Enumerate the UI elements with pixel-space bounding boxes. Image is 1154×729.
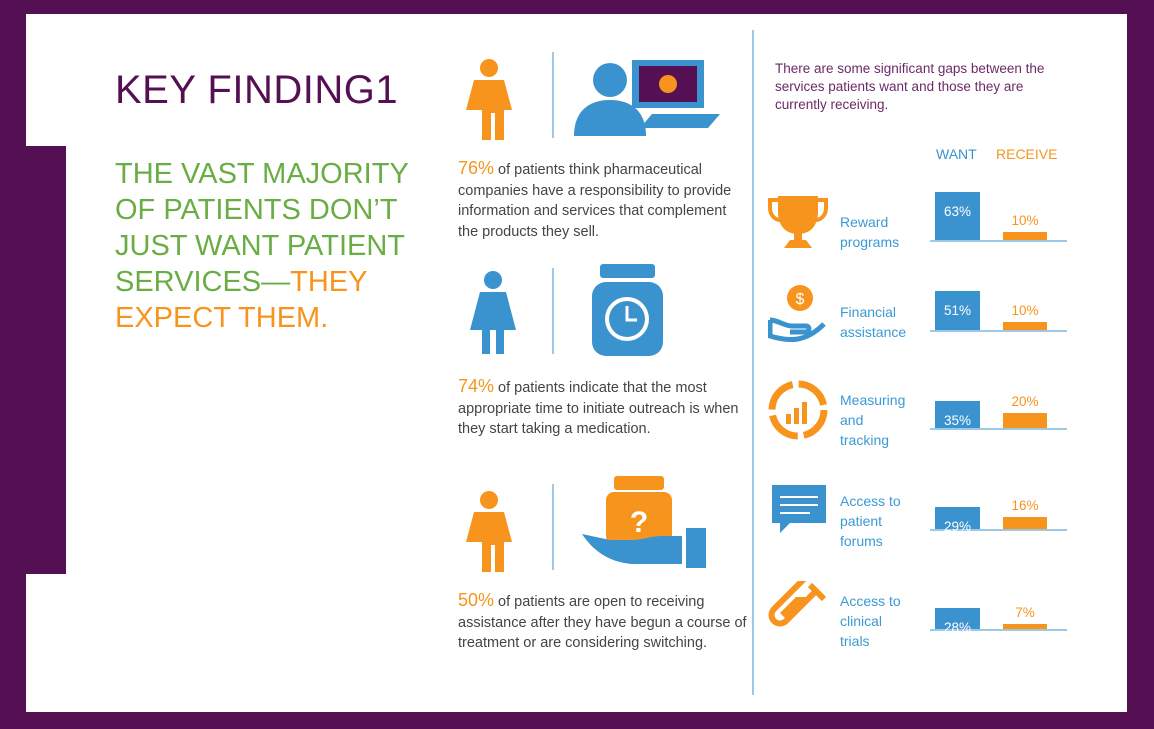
stat-text: of patients think pharmaceutical compani… (458, 162, 732, 240)
bar-receive (1003, 232, 1047, 240)
headline-orange: THEY EXPECT THEM. (115, 266, 367, 334)
person-icon (466, 59, 512, 140)
divider (552, 484, 554, 570)
baseline (930, 330, 1067, 332)
hand-medicine-icon: ? (582, 476, 706, 568)
page-title: KEY FINDING1 (115, 68, 399, 112)
svg-text:?: ? (630, 506, 648, 539)
headline: THE VAST MAJORITY OF PATIENTS DON’T JUST… (115, 156, 435, 336)
bar-receive-label: 10% (1011, 213, 1039, 229)
woman-icon (470, 271, 516, 354)
baseline (930, 629, 1067, 631)
bar-receive (1003, 623, 1047, 629)
bar-want: 35% (935, 401, 980, 428)
bar-want: 51% (935, 291, 980, 330)
hand-coin-icon: $ (768, 285, 826, 342)
bar-want: 63% (935, 192, 980, 240)
chart-intro: There are some significant gaps between … (775, 61, 1045, 112)
test-tube-icon (768, 581, 827, 627)
divider (552, 52, 554, 138)
bar-want: 29% (935, 506, 980, 534)
stat-pct: 74% (458, 376, 495, 396)
person-icon (466, 491, 512, 572)
column-divider (752, 30, 754, 695)
bar-receive-label: 10% (1011, 303, 1039, 319)
baseline (930, 529, 1067, 531)
chat-bubble-icon (772, 485, 826, 533)
bar-receive (1003, 322, 1047, 330)
baseline (930, 428, 1067, 430)
bar-receive (1003, 412, 1047, 428)
stat-text: of patients indicate that the most appro… (458, 380, 739, 437)
bar-receive-label: 16% (1011, 497, 1039, 513)
bar-want: 28% (935, 607, 980, 635)
headline-green: THE VAST MAJORITY OF PATIENTS DON’T JUST… (115, 158, 409, 298)
stat-76: 76% of patients think pharmaceutical com… (458, 158, 748, 242)
bar-receive (1003, 516, 1047, 529)
divider (552, 268, 554, 354)
svg-text:$: $ (796, 291, 805, 308)
legend-receive: RECEIVE (996, 146, 1058, 162)
gauge-chart-icon (768, 380, 828, 440)
baseline (930, 240, 1067, 242)
bar-receive-label: 7% (1015, 604, 1035, 620)
stat-pct: 76% (458, 158, 495, 178)
stat-text: of patients are open to receiving assist… (458, 594, 747, 651)
stat-pct: 50% (458, 590, 495, 610)
stat-50: 50% of patients are open to receiving as… (458, 590, 748, 654)
stat-74: 74% of patients indicate that the most a… (458, 376, 748, 440)
bar-receive-label: 20% (1011, 393, 1039, 409)
pill-bottle-clock-icon (592, 264, 663, 356)
trophy-icon (768, 196, 828, 248)
decorative-bar (26, 146, 66, 574)
legend-want: WANT (936, 146, 977, 162)
computer-user-icon (574, 60, 720, 136)
